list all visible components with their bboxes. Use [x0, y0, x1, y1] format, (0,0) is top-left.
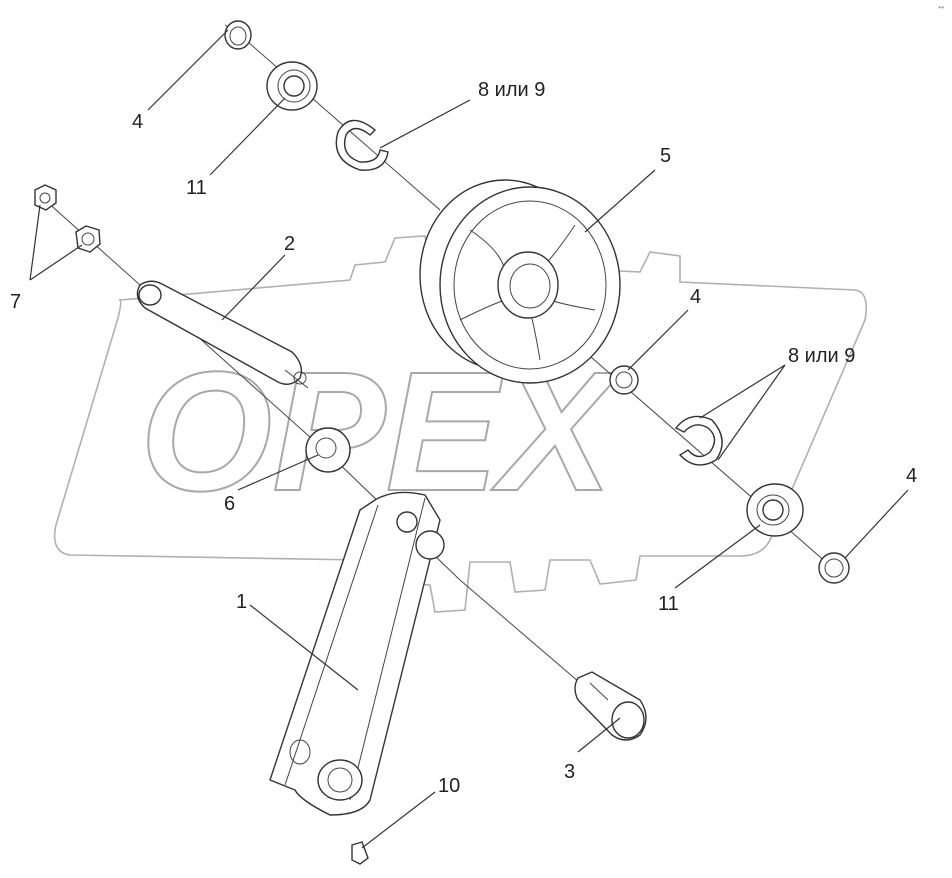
washer-4-top [224, 20, 252, 50]
label-part-8-9-top: 8 или 9 [478, 79, 546, 101]
label-part-4-mid: 4 [690, 286, 702, 308]
label-part-4-top: 4 [132, 111, 144, 133]
leader-lines [29, 29, 909, 849]
label-part-7: 7 [10, 291, 22, 313]
arm-1 [269, 491, 445, 816]
corner-mark: •• [938, 3, 944, 12]
washer-6 [305, 427, 351, 473]
circlip-mid [674, 415, 723, 466]
pin-3 [574, 671, 647, 741]
bearing-11-top [266, 61, 318, 111]
label-part-5: 5 [660, 145, 672, 167]
plate-2 [136, 280, 309, 389]
label-part-4-right: 4 [906, 465, 918, 487]
label-part-10: 10 [438, 775, 461, 797]
label-part-11-top: 11 [186, 177, 207, 199]
label-part-11-right: 11 [658, 593, 679, 615]
washer-4-mid [609, 365, 639, 395]
label-part-1: 1 [236, 591, 248, 613]
washer-4-right [818, 552, 850, 584]
pulley-5 [419, 179, 621, 384]
label-part-2: 2 [284, 233, 296, 255]
label-part-6: 6 [224, 493, 236, 515]
circlip-top [335, 119, 389, 171]
bearing-11-right [746, 483, 804, 537]
label-part-8-9-mid: 8 или 9 [788, 345, 856, 367]
nuts-7 [34, 184, 101, 253]
label-part-3: 3 [564, 761, 576, 783]
nipple-10 [351, 841, 369, 865]
